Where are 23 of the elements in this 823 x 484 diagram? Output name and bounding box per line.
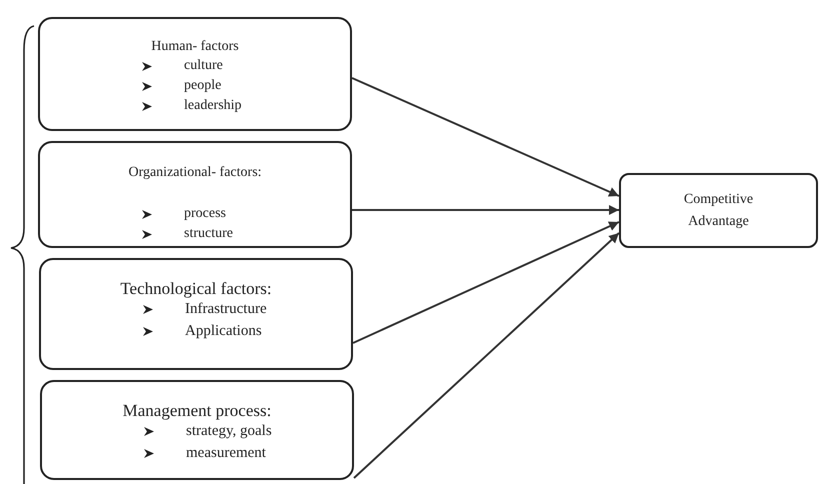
arrow [352,205,619,215]
box-heading: Organizational- factors: [128,164,262,182]
box-heading: Management process: [122,402,272,420]
box-text: Competitive Advantage [682,190,754,230]
bullet-item: leadership [184,97,242,115]
bullet-item: Applications [185,322,262,341]
bullet-item: culture [184,57,223,75]
arrow [353,232,620,479]
bullet-item: measurement [186,444,266,463]
arrow [352,221,620,344]
bullet-item: process [184,205,226,223]
outcome-box [619,173,818,248]
factor-box [38,17,352,131]
bullet-item: structure [184,225,233,243]
bullet-item: strategy, goals [186,422,272,441]
factor-box [40,380,354,480]
box-heading: Technological factors: [120,280,272,298]
arrow [352,77,620,197]
bullet-item: people [184,77,222,95]
factor-box [39,258,353,370]
bullet-item: Infrastructure [185,300,267,319]
factor-box [38,141,352,248]
box-heading: Human- factors [151,38,239,56]
